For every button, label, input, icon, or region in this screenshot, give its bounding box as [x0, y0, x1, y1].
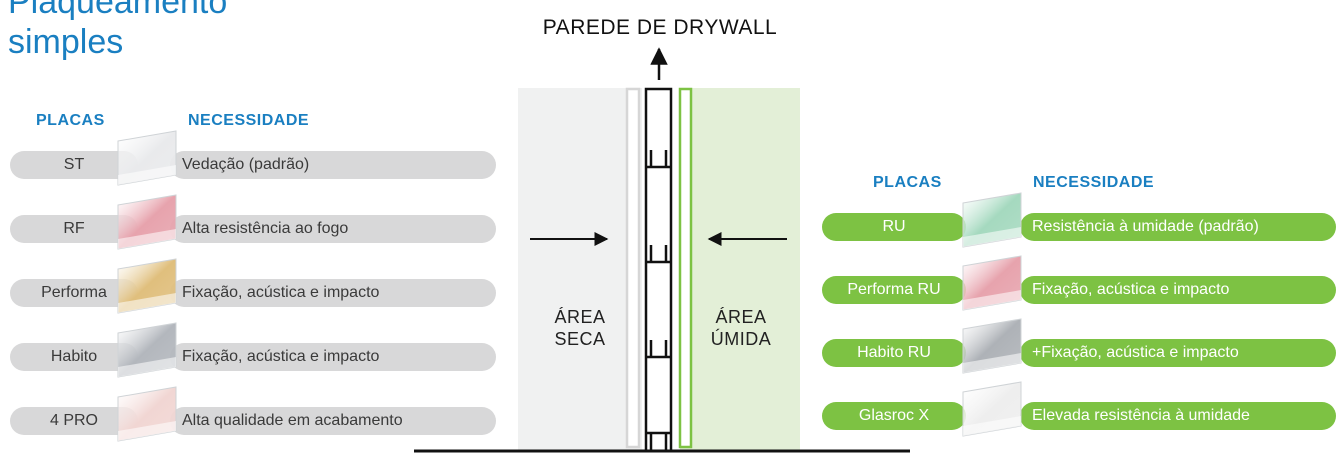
left-board-image — [114, 321, 180, 379]
wet-area — [680, 88, 800, 450]
page-title: Plaqueamento simples — [8, 0, 308, 62]
wet-area-label-line-1: ÁREA — [715, 307, 767, 327]
left-board-need: Vedação (padrão) — [170, 151, 496, 179]
right-board-image — [959, 317, 1025, 375]
wet-area-label: ÁREA ÚMIDA — [696, 306, 786, 350]
dry-area-label-line-1: ÁREA — [554, 307, 606, 327]
right-board-need: Fixação, acústica e impacto — [1020, 276, 1336, 304]
right-row: RU Resistência à umidade (padrão) — [0, 192, 1341, 248]
left-row: 4 PRO Alta qualidade em acabamento — [0, 386, 1341, 442]
right-board-need: Elevada resistência à umidade — [1020, 402, 1336, 430]
left-board-image — [114, 385, 180, 443]
stud-frame — [644, 87, 673, 453]
left-board-need: Alta qualidade em acabamento — [170, 407, 496, 435]
right-row: Habito RU +Fixação, acústica e impacto — [0, 318, 1341, 374]
wall-title: PAREDE DE DRYWALL — [542, 16, 778, 39]
left-board-code: ST — [10, 151, 138, 179]
left-board-image — [114, 193, 180, 251]
dry-area-label: ÁREA SECA — [540, 306, 620, 350]
right-board-image — [959, 254, 1025, 312]
left-header-need: NECESSIDADE — [188, 112, 310, 129]
right-board-image — [959, 380, 1025, 438]
dry-area — [518, 88, 642, 450]
right-board-code: Performa RU — [822, 276, 966, 304]
dry-side-board — [625, 87, 641, 449]
dry-area-label-line-2: SECA — [554, 329, 606, 349]
right-board-code: Glasroc X — [822, 402, 966, 430]
right-board-need: Resistência à umidade (padrão) — [1020, 213, 1336, 241]
left-board-code: RF — [10, 215, 138, 243]
left-row: Habito Fixação, acústica e impacto — [0, 322, 1341, 378]
left-row: RF Alta resistência ao fogo — [0, 194, 1341, 250]
right-header-need: NECESSIDADE — [1033, 174, 1155, 191]
right-board-code: Habito RU — [822, 339, 966, 367]
left-row: ST Vedação (padrão) — [0, 130, 1341, 186]
right-row: Performa RU Fixação, acústica e impacto — [0, 255, 1341, 311]
left-row: Performa Fixação, acústica e impacto — [0, 258, 1341, 314]
left-header-boards: PLACAS — [36, 112, 105, 129]
left-board-image — [114, 257, 180, 315]
wet-side-board — [678, 87, 693, 449]
right-board-code: RU — [822, 213, 966, 241]
left-board-image — [114, 129, 180, 187]
left-board-code: 4 PRO — [10, 407, 138, 435]
right-board-need: +Fixação, acústica e impacto — [1020, 339, 1336, 367]
stud-dividers — [646, 150, 671, 450]
left-board-code: Performa — [10, 279, 138, 307]
right-row: Glasroc X Elevada resistência à umidade — [0, 381, 1341, 437]
left-board-need: Fixação, acústica e impacto — [170, 343, 496, 371]
title-line-2: simples — [8, 23, 124, 61]
title-line-1: Plaqueamento — [8, 0, 228, 21]
wet-area-label-line-2: ÚMIDA — [710, 329, 772, 349]
right-board-image — [959, 191, 1025, 249]
right-header-boards: PLACAS — [873, 174, 942, 191]
left-board-code: Habito — [10, 343, 138, 371]
left-board-need: Alta resistência ao fogo — [170, 215, 496, 243]
left-board-need: Fixação, acústica e impacto — [170, 279, 496, 307]
